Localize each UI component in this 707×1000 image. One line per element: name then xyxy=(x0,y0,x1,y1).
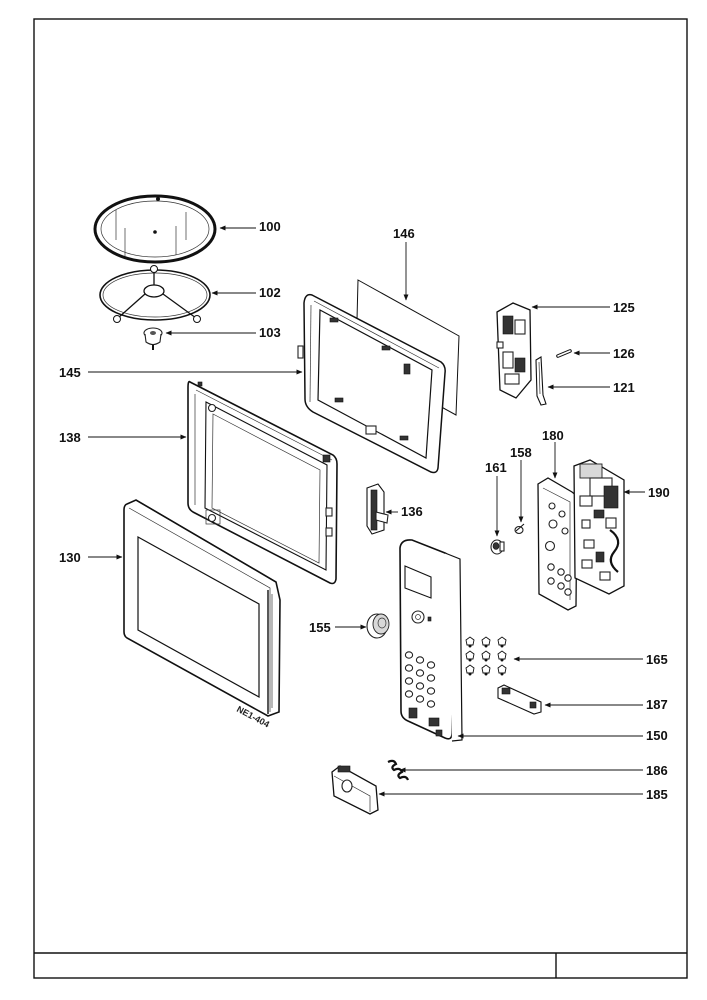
part-187-bar xyxy=(497,684,542,715)
label-121: 121 xyxy=(613,380,635,395)
label-155: 155 xyxy=(309,620,331,635)
part-150-control-panel xyxy=(399,539,463,742)
part-158-clip xyxy=(514,523,525,535)
label-161: 161 xyxy=(485,460,507,475)
label-100: 100 xyxy=(259,219,281,234)
title-block xyxy=(34,952,687,978)
leader-lines xyxy=(88,225,645,797)
part-126-pin xyxy=(556,349,572,358)
label-138: 138 xyxy=(59,430,81,445)
part-185-push-button xyxy=(331,765,379,815)
label-145: 145 xyxy=(59,365,81,380)
part-190-pcb xyxy=(573,459,625,595)
control-panel-buttons xyxy=(404,651,436,708)
sheet-border xyxy=(33,18,688,979)
label-126: 126 xyxy=(613,346,635,361)
part-161-buzzer xyxy=(490,539,505,555)
part-125-switch-holder xyxy=(496,302,532,399)
label-136: 136 xyxy=(401,504,423,519)
part-165-button-set xyxy=(465,636,507,676)
part-180-pcb-bracket xyxy=(537,477,578,611)
label-180: 180 xyxy=(542,428,564,443)
part-100-turntable-tray xyxy=(93,194,217,264)
part-labels: 100 102 103 146 145 138 130 136 155 125 … xyxy=(59,219,670,802)
label-125: 125 xyxy=(613,300,635,315)
label-130: 130 xyxy=(59,550,81,565)
label-158: 158 xyxy=(510,445,532,460)
part-103-coupler xyxy=(143,327,163,350)
part-155-knob xyxy=(366,613,390,639)
label-150: 150 xyxy=(646,728,668,743)
part-138-door-frame xyxy=(187,380,338,585)
label-146: 146 xyxy=(393,226,415,241)
part-102-roller-ring xyxy=(99,265,211,323)
label-102: 102 xyxy=(259,285,281,300)
label-186: 186 xyxy=(646,763,668,778)
part-136-latch xyxy=(366,483,389,535)
label-165: 165 xyxy=(646,652,668,667)
part-145-choke-frame xyxy=(297,293,446,474)
label-190: 190 xyxy=(648,485,670,500)
label-103: 103 xyxy=(259,325,281,340)
label-185: 185 xyxy=(646,787,668,802)
label-187: 187 xyxy=(646,697,668,712)
part-121-lever xyxy=(535,356,547,406)
part-186-spring xyxy=(387,759,410,781)
part-130-outer-door xyxy=(123,499,281,717)
